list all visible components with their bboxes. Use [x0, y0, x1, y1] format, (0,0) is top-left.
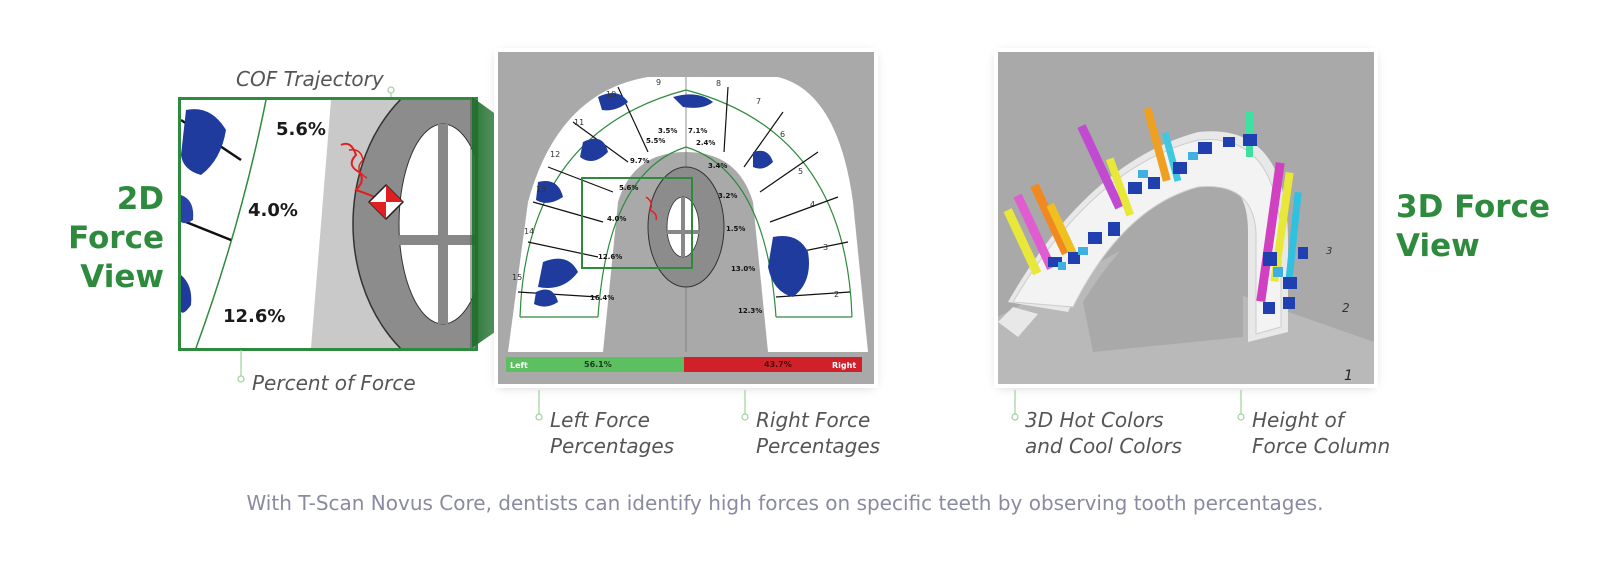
- left-force-line1: Left Force: [550, 408, 650, 432]
- zoom-panel: 5.6% 4.0% 12.6%: [178, 97, 478, 351]
- 3d-num-2: 2: [1342, 301, 1350, 315]
- height-line1: Height of: [1252, 408, 1344, 432]
- 3d-title-line1: 3D Force: [1396, 189, 1551, 225]
- height-line2: Force Column: [1252, 434, 1391, 458]
- 3d-arch-illustration: 2 3 1: [998, 52, 1374, 384]
- right-force-bar: [684, 357, 862, 372]
- height-callout-marker: [1237, 390, 1245, 421]
- zoom-pct-3: 12.6%: [223, 306, 285, 327]
- right-force-callout-marker: [741, 390, 749, 421]
- 2d-force-view-title: 2D Force View: [26, 180, 164, 297]
- hot-cool-callout-marker: [1011, 390, 1019, 421]
- arch-pct-3: 5.5%: [646, 137, 665, 145]
- tooth-num-3: 3: [823, 243, 828, 252]
- tooth-num-10: 10: [606, 90, 616, 99]
- 3d-force-view-title: 3D Force View: [1396, 188, 1550, 266]
- left-bar-label: Left: [510, 361, 528, 370]
- arch-pct-5: 9.7%: [630, 157, 649, 165]
- tooth-num-6: 6: [780, 130, 785, 139]
- tooth-num-8: 8: [716, 79, 721, 88]
- 3d-force-panel: 2 3 1: [998, 52, 1374, 384]
- arch-pct-13: 16.4%: [590, 294, 614, 302]
- right-force-line1: Right Force: [756, 408, 871, 432]
- right-bar-value: 43.7%: [764, 360, 792, 369]
- tooth-num-15: 15: [512, 273, 522, 282]
- right-force-callout: Right Force Percentages: [756, 407, 880, 459]
- tooth-num-14: 14: [524, 227, 534, 236]
- height-callout: Height of Force Column: [1252, 407, 1390, 459]
- tooth-num-12: 12: [550, 150, 560, 159]
- caption: With T-Scan Novus Core, dentists can ide…: [246, 491, 1324, 515]
- hot-cool-line1: 3D Hot Colors: [1025, 408, 1164, 432]
- arch-pct-11: 12.6%: [598, 253, 622, 261]
- percent-callout-marker: [237, 350, 245, 383]
- percent-of-force-callout: Percent of Force: [252, 371, 416, 395]
- left-force-line2: Percentages: [550, 434, 675, 458]
- arch-pct-6: 3.4%: [708, 162, 727, 170]
- left-bar-value: 56.1%: [584, 360, 612, 369]
- arch-pct-2: 7.1%: [688, 127, 707, 135]
- tooth-num-9: 9: [656, 78, 661, 87]
- hot-cool-callout: 3D Hot Colors and Cool Colors: [1025, 407, 1182, 459]
- arch-pct-4: 2.4%: [696, 139, 715, 147]
- 2d-force-panel: 2 3 4 5 6 7 8 9 10 11 12 13 14 15 3.5% 7…: [498, 52, 874, 384]
- arch-pct-14: 12.3%: [738, 307, 762, 315]
- 2d-title-line1: 2D Force: [68, 181, 164, 256]
- arch-pct-12: 13.0%: [731, 265, 755, 273]
- right-force-line2: Percentages: [756, 434, 881, 458]
- right-bar-label: Right: [832, 361, 856, 370]
- hot-cool-line2: and Cool Colors: [1025, 434, 1182, 458]
- 2d-arch-illustration: 2 3 4 5 6 7 8 9 10 11 12 13 14 15 3.5% 7…: [498, 52, 874, 384]
- left-force-callout-marker: [535, 390, 543, 421]
- left-force-callout: Left Force Percentages: [550, 407, 674, 459]
- tooth-num-11: 11: [574, 118, 584, 127]
- zoom-pct-2: 4.0%: [248, 200, 298, 221]
- tooth-num-7: 7: [756, 97, 761, 106]
- tooth-num-2: 2: [834, 290, 839, 299]
- zoom-illustration: 5.6% 4.0% 12.6%: [181, 100, 475, 348]
- 3d-num-1: 1: [1344, 368, 1353, 384]
- tooth-num-13: 13: [536, 185, 546, 194]
- arch-pct-8: 3.2%: [718, 192, 737, 200]
- 3d-title-line2: View: [1396, 228, 1480, 264]
- left-force-bar: [506, 357, 684, 372]
- arch-pct-10: 1.5%: [726, 225, 745, 233]
- 3d-num-3: 3: [1326, 246, 1332, 257]
- zoom-pct-1: 5.6%: [276, 119, 326, 140]
- tooth-num-4: 4: [810, 200, 815, 209]
- arch-pct-1: 3.5%: [658, 127, 677, 135]
- arch-pct-9: 4.0%: [607, 215, 626, 223]
- tooth-num-5: 5: [798, 167, 803, 176]
- cof-trajectory-callout: COF Trajectory: [236, 67, 384, 91]
- arch-pct-7: 5.6%: [619, 184, 638, 192]
- cof-marker-icon: [367, 183, 405, 221]
- 2d-title-line2: View: [80, 259, 164, 295]
